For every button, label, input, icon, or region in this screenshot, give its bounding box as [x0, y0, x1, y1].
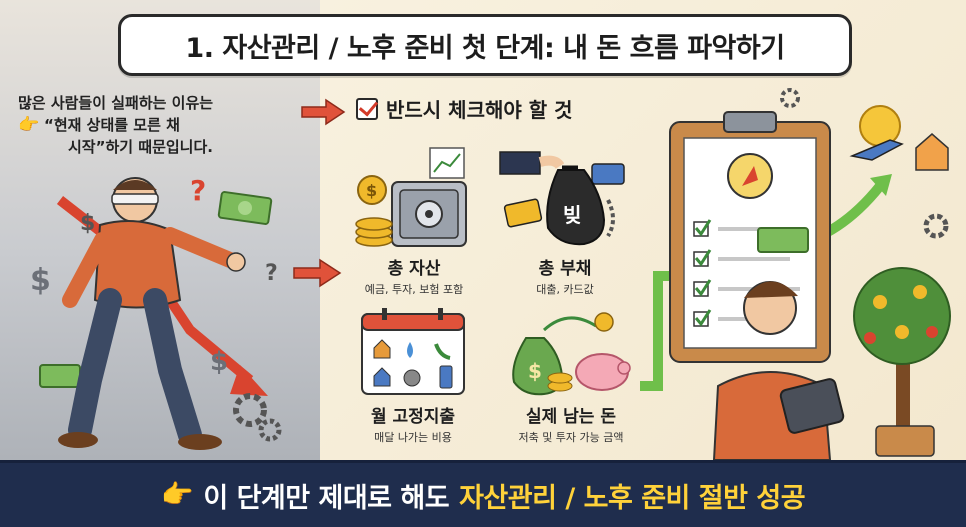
svg-text:$: $ — [210, 347, 228, 377]
checklist-heading-text: 반드시 체크해야 할 것 — [386, 98, 573, 122]
item-desc: 저축 및 투자 가능 금액 — [518, 431, 624, 444]
svg-text:$: $ — [30, 263, 51, 298]
svg-text:$: $ — [80, 211, 95, 236]
safe-icon: $ — [355, 147, 467, 247]
intro-line-2: “현재 상태를 모른 채 — [44, 116, 180, 134]
calendar-icon — [361, 308, 465, 395]
item-desc: 매달 나가는 비용 — [374, 431, 452, 444]
debt-bag-icon: 빚 — [499, 151, 625, 246]
svg-text:?: ? — [190, 174, 206, 207]
item-name: 월 고정지출 — [370, 407, 456, 427]
svg-text:?: ? — [265, 261, 278, 286]
item-remaining-money: 실제 남는 돈 저축 및 투자 가능 금액 — [496, 402, 646, 445]
intro-line-1: 많은 사람들이 실패하는 이유는 — [18, 94, 214, 112]
item-total-assets: 총 자산 예금, 투자, 보험 포함 — [344, 254, 484, 297]
item-total-debt: 총 부채 대출, 카드값 — [510, 254, 620, 297]
piggy-bank-icon: $ — [512, 312, 631, 396]
item-fixed-expenses: 월 고정지출 매달 나가는 비용 — [348, 402, 478, 445]
debt-bag-label: 빚 — [563, 203, 581, 227]
hand-pointing-icon: 👉 — [18, 115, 40, 135]
item-desc: 예금, 투자, 보험 포함 — [364, 283, 464, 296]
red-arrow-middle-icon — [293, 258, 342, 288]
svg-text:$: $ — [528, 359, 542, 383]
bottom-banner: 👉 이 단계만 제대로 해도 자산관리 / 노후 준비 절반 성공 — [0, 460, 966, 527]
intro-text: 많은 사람들이 실패하는 이유는 👉 “현재 상태를 모른 채 시작”하기 때문… — [18, 92, 308, 158]
red-arrow-top-icon — [301, 98, 346, 126]
title-banner: 1. 자산관리 / 노후 준비 첫 단계: 내 돈 흐름 파악하기 — [118, 14, 852, 76]
checkbox-icon — [356, 97, 378, 120]
page-title: 1. 자산관리 / 노후 준비 첫 단계: 내 돈 흐름 파악하기 — [185, 32, 785, 64]
blindfolded-man-illustration: ? ? $ $ $ — [30, 174, 282, 450]
hand-pointing-icon: 👉 — [160, 480, 194, 510]
item-name: 실제 남는 돈 — [525, 407, 617, 427]
checklist-heading: 반드시 체크해야 할 것 — [356, 94, 573, 123]
svg-text:$: $ — [366, 181, 377, 200]
bottom-prefix: 이 단계만 제대로 해도 — [203, 482, 450, 514]
item-desc: 대출, 카드값 — [536, 283, 594, 296]
item-name: 총 부채 — [538, 259, 592, 279]
clipboard-illustration — [640, 88, 951, 461]
bottom-highlight-text: 자산관리 / 노후 준비 절반 성공 — [459, 482, 806, 514]
intro-line-3: 시작”하기 때문입니다. — [68, 138, 213, 156]
bottom-highlight: 자산관리 / 노후 준비 절반 성공 — [459, 476, 805, 515]
item-name: 총 자산 — [387, 259, 441, 279]
